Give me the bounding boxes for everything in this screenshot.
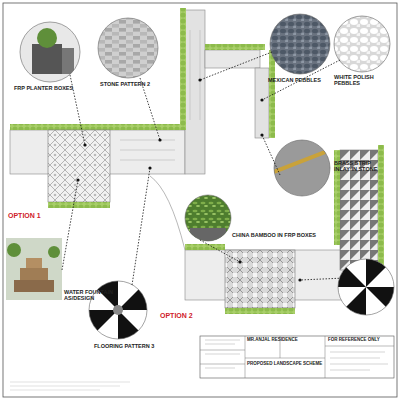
option-label: OPTION 2 [160, 312, 210, 320]
title-block-text: PROPOSED LANDSCAPE SCHEME [247, 362, 325, 367]
material-label: MEXICAN PEBBLES [268, 77, 330, 83]
title-block-text: FOR REFERENCE ONLY [328, 338, 394, 343]
material-label: FRP PLANTER BOXES [14, 85, 94, 91]
option-label: OPTION 1 [8, 212, 58, 220]
material-label: CHINA BAMBOO IN FRP BOXES [232, 232, 342, 238]
title-block-text: MR.ANJAL RESIDENCE [247, 338, 325, 343]
material-label: FLOORING PATTERN 3 [94, 343, 174, 349]
material-label: STONE PATTERN 2 [100, 81, 170, 87]
material-label: BRASS STRIP INLAY IN STONE [334, 160, 386, 172]
material-label: WATER FOUNTAIN AS/DESIGN [64, 289, 116, 301]
material-label: WHITE POLISH PEBBLES [334, 74, 396, 86]
